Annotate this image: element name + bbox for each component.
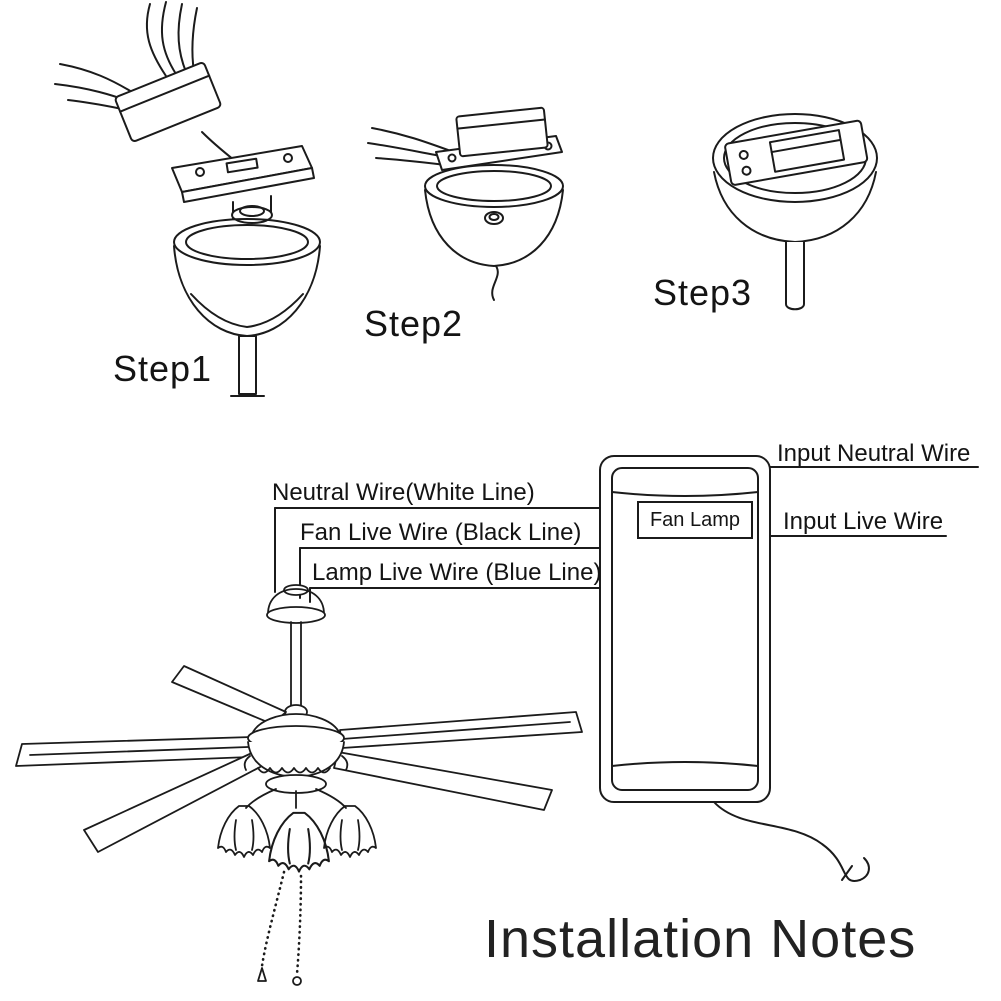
page-title: Installation Notes	[484, 909, 917, 969]
canopy-dome-icon	[173, 218, 321, 337]
input-neutral-wire-label: Input Neutral Wire	[777, 440, 971, 467]
fan-motor-icon	[243, 713, 349, 778]
input-live-wire-label: Input Live Wire	[783, 508, 944, 535]
step3-illustration	[712, 113, 878, 311]
downrod-icon	[230, 335, 265, 397]
fan-live-wire-label: Fan Live Wire (Black Line)	[300, 519, 582, 546]
step1-label: Step1	[113, 348, 213, 389]
fan-canopy-icon	[266, 584, 326, 624]
ceiling-fan-illustration	[15, 584, 583, 986]
receiver-box-icon	[114, 61, 222, 143]
lamp-shade-icon	[268, 811, 330, 873]
downrod-icon	[785, 241, 805, 311]
pull-chains-icon	[257, 870, 303, 986]
wire-lines-icon	[145, 3, 167, 77]
fan-lamp-box: Fan Lamp	[637, 501, 753, 539]
receiver-box-icon	[455, 106, 549, 158]
mounting-bracket-icon	[171, 145, 315, 203]
receiver-box-icon	[724, 119, 869, 186]
fan-lamp-label: Fan Lamp	[649, 508, 741, 531]
step3-label: Step3	[653, 272, 753, 313]
power-cord-icon	[713, 801, 861, 882]
neutral-wire-label: Neutral Wire(White Line)	[272, 479, 535, 506]
step2-illustration	[367, 106, 564, 301]
fan-blades-icon	[15, 665, 583, 853]
canopy-dome-icon	[424, 164, 564, 267]
lamp-shade-icon	[217, 805, 271, 858]
step1-illustration	[54, 1, 321, 397]
receiver-unit-diagram	[599, 455, 870, 882]
lamp-shade-icon	[323, 805, 377, 858]
lamp-live-wire-label: Lamp Live Wire (Blue Line)	[312, 559, 602, 586]
wire-connector-lines	[274, 466, 979, 603]
step2-label: Step2	[364, 303, 464, 344]
